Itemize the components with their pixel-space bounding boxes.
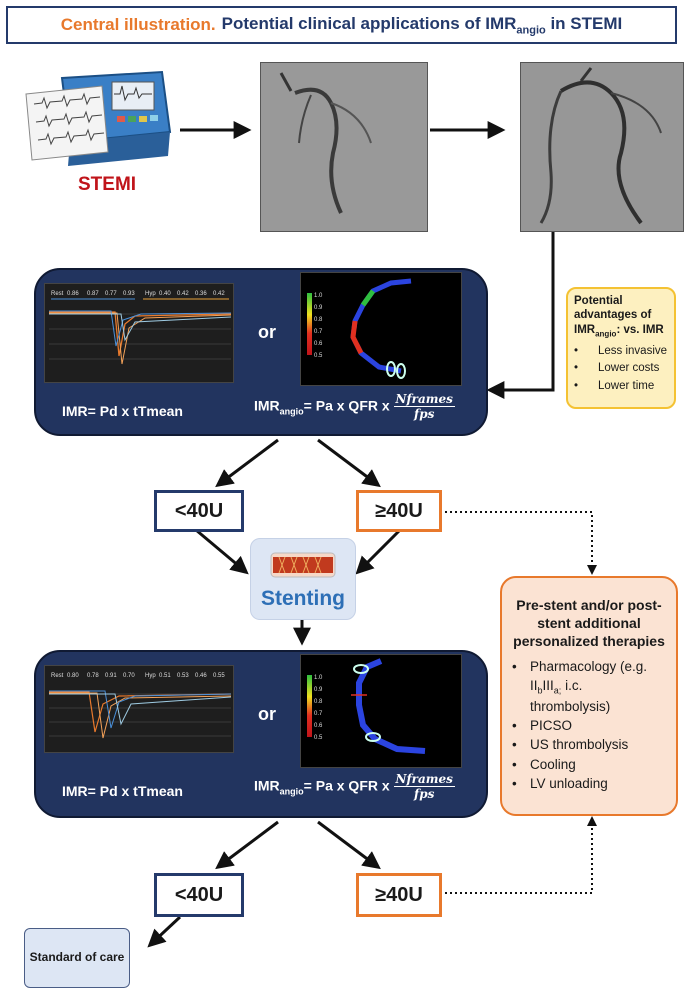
hyp-value-1: 0.51 [159, 673, 171, 679]
therapy-item: •US thrombolysis [512, 737, 629, 753]
title-main: Potential clinical applications of IMRan… [221, 13, 623, 37]
figure-title: Central illustration. Potential clinical… [6, 6, 677, 44]
qfr-scale-1: 1.0 [314, 675, 323, 681]
qfr-scale-2: 0.9 [314, 305, 323, 311]
qfr-scale-2: 0.9 [314, 687, 323, 693]
or-label-pre: or [258, 322, 276, 342]
hyp-value-2: 0.42 [177, 291, 189, 297]
rest-value-3: 0.77 [105, 291, 117, 297]
rest-value-2: 0.87 [87, 291, 99, 297]
therapy-pharmacology: Pharmacology (e.g. IIbIIIa; i.c. thrombo… [530, 658, 648, 715]
arrow-panel2-to-low [215, 820, 279, 870]
qfr-scale-5: 0.6 [314, 341, 323, 347]
arrow-angio2-to-panel1 [486, 232, 555, 399]
rest-label: Rest [51, 673, 64, 679]
hyp-value-4: 0.42 [213, 291, 225, 297]
dotted-arrow-high1-to-therapies [440, 511, 597, 575]
threshold-high-post: ≥40U [356, 873, 442, 917]
arrow-low-to-stenting [195, 528, 249, 575]
rest-value-4: 0.70 [123, 673, 135, 679]
advantages-heading: Potential advantages of IMRangio: vs. IM… [574, 295, 664, 339]
hyp-label: Hyp [145, 673, 156, 679]
arrow-panel2-to-high [317, 820, 381, 870]
rest-value-1: 0.80 [67, 673, 79, 679]
stent-icon [270, 552, 336, 578]
advantage-item: •Less invasive [574, 345, 668, 358]
rest-value-2: 0.78 [87, 673, 99, 679]
rest-value-4: 0.93 [123, 291, 135, 297]
advantage-item: •Lower time [574, 379, 655, 392]
angiogram-image-2 [520, 62, 684, 232]
pressure-tracing-post: Rest 0.80 0.78 0.91 0.70 Hyp 0.51 0.53 0… [44, 665, 234, 753]
rest-value-3: 0.91 [105, 673, 117, 679]
qfr-angiogram-post: 1.0 0.9 0.8 0.7 0.6 0.5 [300, 654, 462, 768]
arrow-panel1-to-high [317, 438, 381, 488]
qfr-scale-1: 1.0 [314, 293, 323, 299]
or-label-post: or [258, 704, 276, 724]
threshold-low-post: <40U [154, 873, 244, 917]
arrow-high-to-stenting [355, 528, 402, 575]
personalized-therapies-box: Pre-stent and/or post-stent additional p… [500, 576, 678, 816]
rest-label: Rest [51, 291, 64, 297]
title-prefix: Central illustration. [60, 15, 216, 34]
stemi-monitor-illustration [25, 70, 172, 166]
therapy-item: •Cooling [512, 756, 576, 772]
qfr-scale-4: 0.7 [314, 329, 323, 335]
therapy-item: •LV unloading [512, 775, 608, 791]
qfr-scale-3: 0.8 [314, 699, 323, 705]
hyp-label: Hyp [145, 291, 156, 297]
standard-of-care-box: Standard of care [24, 928, 130, 988]
hyp-value-2: 0.53 [177, 673, 189, 679]
qfr-scale-5: 0.6 [314, 723, 323, 729]
hyp-value-1: 0.40 [159, 291, 171, 297]
arrow-panel1-to-low [215, 438, 279, 488]
qfr-scale-3: 0.8 [314, 317, 323, 323]
advantages-note: Potential advantages of IMRangio: vs. IM… [566, 287, 676, 409]
stenting-box: Stenting [250, 538, 356, 620]
hyp-value-3: 0.46 [195, 673, 207, 679]
qfr-angiogram-pre: 1.0 0.9 0.8 0.7 0.6 0.5 [300, 272, 462, 386]
qfr-scale-6: 0.5 [314, 353, 323, 359]
qfr-scale-4: 0.7 [314, 711, 323, 717]
qfr-scale-6: 0.5 [314, 735, 323, 741]
rest-value-1: 0.86 [67, 291, 79, 297]
therapies-heading: Pre-stent and/or post-stent additional p… [513, 597, 665, 650]
imr-formula-pre: IMR= Pd x tTmean [62, 403, 183, 419]
stemi-label: STEMI [78, 174, 137, 195]
pressure-tracing-pre: Rest 0.86 0.87 0.77 0.93 Hyp 0.40 0.42 0… [44, 283, 234, 383]
imr-formula-post: IMR= Pd x tTmean [62, 783, 183, 799]
threshold-low-pre: <40U [154, 490, 244, 532]
angiogram-image-1 [260, 62, 428, 232]
stenting-label: Stenting [261, 587, 345, 610]
therapy-item: •Pharmacology (e.g. IIbIIIa; i.c. thromb… [512, 657, 666, 717]
dotted-arrow-high2-to-therapies [440, 816, 597, 894]
therapy-item: •PICSO [512, 718, 573, 734]
hyp-value-3: 0.36 [195, 291, 207, 297]
advantage-item: •Lower costs [574, 362, 660, 375]
arrow-low-to-soc [147, 915, 182, 948]
threshold-high-pre: ≥40U [356, 490, 442, 532]
hyp-value-4: 0.55 [213, 673, 225, 679]
